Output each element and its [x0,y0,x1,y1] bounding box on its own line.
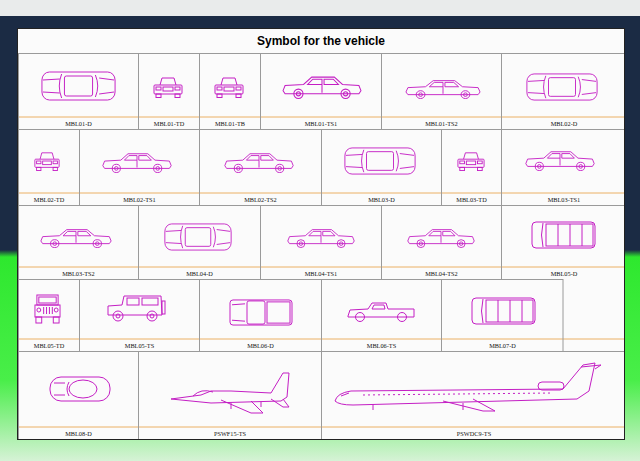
symbol-cell: MBL03-TS2 [18,205,138,279]
symbol-panel: Symbol for the vehicleMBL01-DMBL01-TDMBL… [17,28,625,440]
symbol-label: MBL06-TS [322,341,441,350]
symbol-cell: MBL01-TB [199,53,260,129]
symbol-cell: MBL05-TD [18,279,79,351]
symbol-label: MBL02-TS2 [200,195,321,204]
symbol-cell: MBL02-TS2 [199,129,321,205]
symbol-cell: MBL03-TS1 [501,129,625,205]
symbol-label: MBL05-D [502,269,625,278]
symbol-label: MBL02-TS1 [80,195,199,204]
symbol-cell: MBL08-D [18,351,138,439]
symbol-label: MBL07-D [442,341,563,350]
symbol-label: MBL05-TD [19,341,79,350]
symbol-label: MBL01-TS1 [261,119,381,128]
symbol-label: PSWF15-TS [139,429,321,438]
symbol-cell: PSWDC9-TS [321,351,625,439]
symbol-label: MBL04-TS2 [382,269,501,278]
symbol-label: PSWDC9-TS [322,429,625,438]
symbol-cell: MBL01-TS1 [260,53,381,129]
symbol-label: MBL01-D [19,119,138,128]
symbol-label: MBL04-TS1 [261,269,381,278]
symbol-cell: MBL03-D [321,129,441,205]
symbol-cell: MBL05-D [501,205,625,279]
symbol-cell: MBL05-TS [79,279,199,351]
symbol-cell: MBL04-TS1 [260,205,381,279]
symbol-cell: MBL04-D [138,205,260,279]
symbol-label: MBL03-TS1 [502,195,625,204]
symbol-label: MBL03-TS2 [19,269,138,278]
symbol-label: MBL01-TD [139,119,199,128]
symbol-cell: MBL07-D [441,279,563,351]
diagram-title: Symbol for the vehicle [18,33,624,49]
symbol-cell: MBL01-TS2 [381,53,501,129]
symbol-cell: MBL02-TD [18,129,79,205]
symbol-label: MBL08-D [19,429,138,438]
symbol-label: MBL02-TD [19,195,79,204]
symbol-label: MBL03-D [322,195,441,204]
symbol-label: MBL01-TS2 [382,119,501,128]
symbol-cell: MBL03-TD [441,129,501,205]
symbol-cell: MBL04-TS2 [381,205,501,279]
symbol-cell: MBL06-D [199,279,321,351]
symbol-label: MBL05-TS [80,341,199,350]
symbol-cell: PSWF15-TS [138,351,321,439]
symbol-label: MBL03-TD [442,195,501,204]
symbol-cell: MBL06-TS [321,279,441,351]
symbol-cell: MBL01-TD [138,53,199,129]
symbol-cell: MBL02-TS1 [79,129,199,205]
symbol-label: MBL04-D [139,269,260,278]
symbol-label: MBL06-D [200,341,321,350]
symbol-label: MBL01-TB [200,119,260,128]
symbol-cell: MBL02-D [501,53,625,129]
symbol-label: MBL02-D [502,119,625,128]
symbol-cell: MBL01-D [18,53,138,129]
